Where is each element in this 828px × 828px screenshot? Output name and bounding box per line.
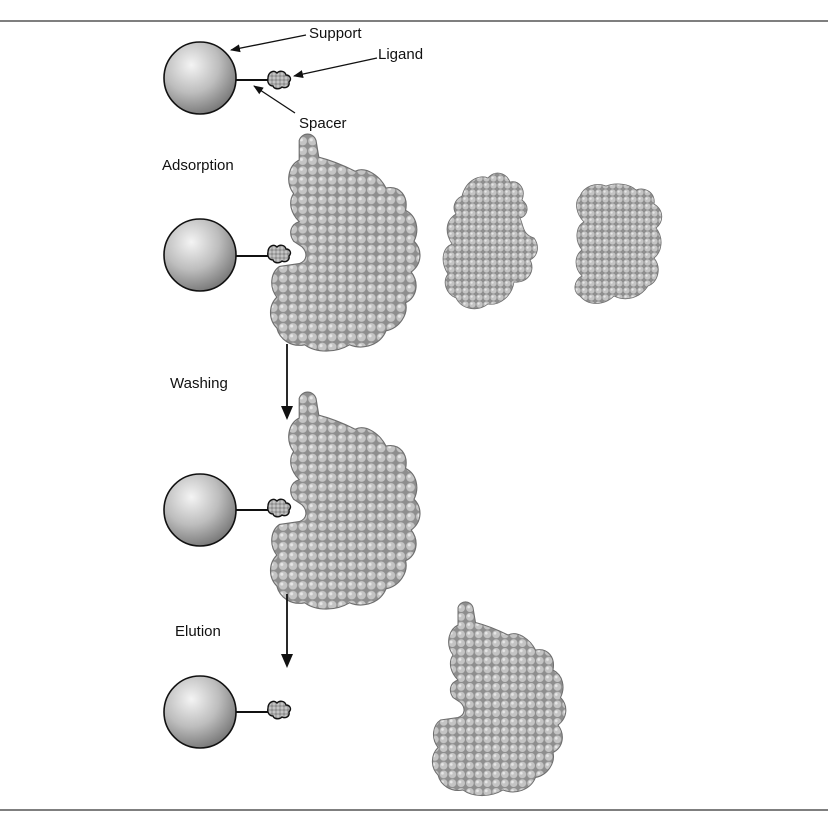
support-sphere-icon xyxy=(164,219,236,291)
target-protein-icon xyxy=(271,392,420,609)
target-protein-icon xyxy=(271,134,420,351)
contaminant-protein-icon xyxy=(575,184,662,304)
adsorption-label: Adsorption xyxy=(162,157,234,174)
ligand-pointer-arrow xyxy=(294,58,377,76)
ligand-label: Ligand xyxy=(378,46,423,63)
ligand-blob-icon xyxy=(268,701,291,719)
spacer-pointer-arrow xyxy=(254,86,295,113)
elution-stage: Elution xyxy=(164,594,566,796)
eluted-protein-icon xyxy=(432,602,565,796)
ligand-blob-icon xyxy=(268,245,291,263)
contaminant-protein-icon xyxy=(443,173,537,309)
washing-label: Washing xyxy=(170,375,228,392)
support-label: Support xyxy=(309,25,362,42)
support-sphere-icon xyxy=(164,474,236,546)
support-pointer-arrow xyxy=(231,35,306,50)
washing-stage: Washing xyxy=(164,344,420,609)
ligand-blob-icon xyxy=(268,499,291,517)
ligand-blob-icon xyxy=(268,71,291,89)
washing-arrowhead-icon xyxy=(281,406,293,420)
legend-block: Support Ligand Spacer xyxy=(164,25,423,132)
adsorption-stage: Adsorption xyxy=(162,134,662,351)
support-sphere-icon xyxy=(164,42,236,114)
elution-label: Elution xyxy=(175,623,221,640)
spacer-label: Spacer xyxy=(299,115,347,132)
support-sphere-icon xyxy=(164,676,236,748)
elution-arrowhead-icon xyxy=(281,654,293,668)
